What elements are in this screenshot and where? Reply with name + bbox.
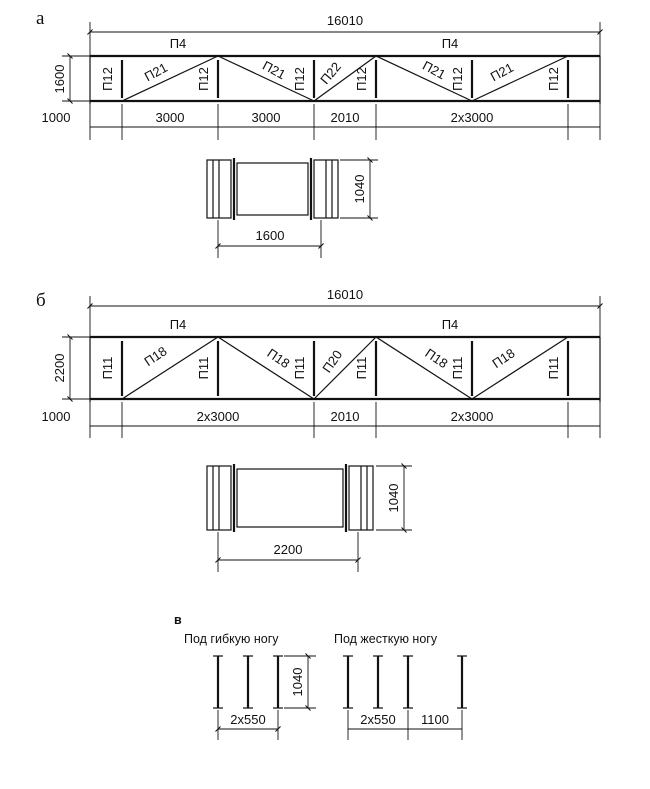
plan-length-b: 2200: [274, 542, 303, 557]
plan-length-a: 1600: [256, 228, 285, 243]
flex-leg-span: 2x550: [230, 712, 265, 727]
label-c: в: [174, 613, 182, 627]
span-a-1: 3000: [156, 110, 185, 125]
post-b-1: П11: [100, 357, 115, 380]
post-a-2: П12: [196, 67, 211, 91]
diagonal-b-1: П18: [141, 343, 169, 369]
post-a-3: П12: [292, 67, 307, 91]
post-b-3: П11: [292, 357, 307, 380]
diagonal-a-2: П21: [260, 58, 288, 82]
height-a: 1600: [52, 65, 67, 94]
left-offset-a: 1000: [42, 110, 71, 125]
span-b-1: 2x3000: [197, 409, 240, 424]
flex-leg-caption: Под гибкую ногу: [184, 632, 279, 646]
span-a-3: 2010: [331, 110, 360, 125]
top-chord-right-b: П4: [442, 317, 459, 332]
flex-leg-height: 1040: [290, 668, 305, 697]
overall-length-a: 16010: [327, 13, 363, 28]
post-b-5: П11: [450, 357, 465, 380]
span-a-4: 2x3000: [451, 110, 494, 125]
diagonal-b-4: П18: [422, 345, 450, 371]
diagonal-b-5: П18: [489, 345, 517, 371]
span-b-3: 2x3000: [451, 409, 494, 424]
diagonal-a-5: П21: [488, 60, 516, 84]
post-a-4: П12: [354, 67, 369, 91]
posts-a: [120, 60, 570, 98]
diagonals-b: [121, 336, 569, 400]
posts-b: [120, 341, 570, 396]
post-a-5: П12: [450, 67, 465, 91]
post-a-6: П12: [546, 67, 561, 91]
plan-b: 1040 2200: [206, 463, 412, 572]
supports-c: в Под гибкую ногу Под жесткую ногу 1040 …: [174, 613, 467, 740]
overall-length-b: 16010: [327, 287, 363, 302]
top-chord-right-a: П4: [442, 36, 459, 51]
span-b-2: 2010: [331, 409, 360, 424]
label-a: а: [36, 8, 45, 29]
plan-width-b: 1040: [386, 484, 401, 513]
post-b-6: П11: [546, 357, 561, 380]
rigid-leg-caption: Под жесткую ногу: [334, 632, 438, 646]
truss-a: а 16010 П4 П4 1600 П12 П12 П12 П12: [36, 8, 603, 140]
top-chord-left-b: П4: [170, 317, 187, 332]
plan-width-a: 1040: [352, 175, 367, 204]
rigid-leg-span: 2x550: [360, 712, 395, 727]
top-chord-left-a: П4: [170, 36, 187, 51]
left-offset-b: 1000: [42, 409, 71, 424]
truss-b: б 16010 П4 П4 2200 П11 П11 П11 П11 П11 П…: [36, 287, 603, 438]
diagonals-a: [121, 55, 569, 102]
height-b: 2200: [52, 354, 67, 383]
label-b: б: [36, 290, 46, 311]
diagonal-b-2: П18: [264, 345, 292, 371]
rigid-leg-extra: 1100: [421, 712, 449, 727]
plan-a: 1040 1600: [206, 157, 378, 258]
rigid-leg-supports: [343, 655, 467, 709]
post-b-4: П11: [354, 357, 369, 380]
post-a-1: П12: [100, 67, 115, 91]
span-a-2: 3000: [252, 110, 281, 125]
post-b-2: П11: [196, 357, 211, 380]
flex-leg-supports: [213, 655, 283, 709]
